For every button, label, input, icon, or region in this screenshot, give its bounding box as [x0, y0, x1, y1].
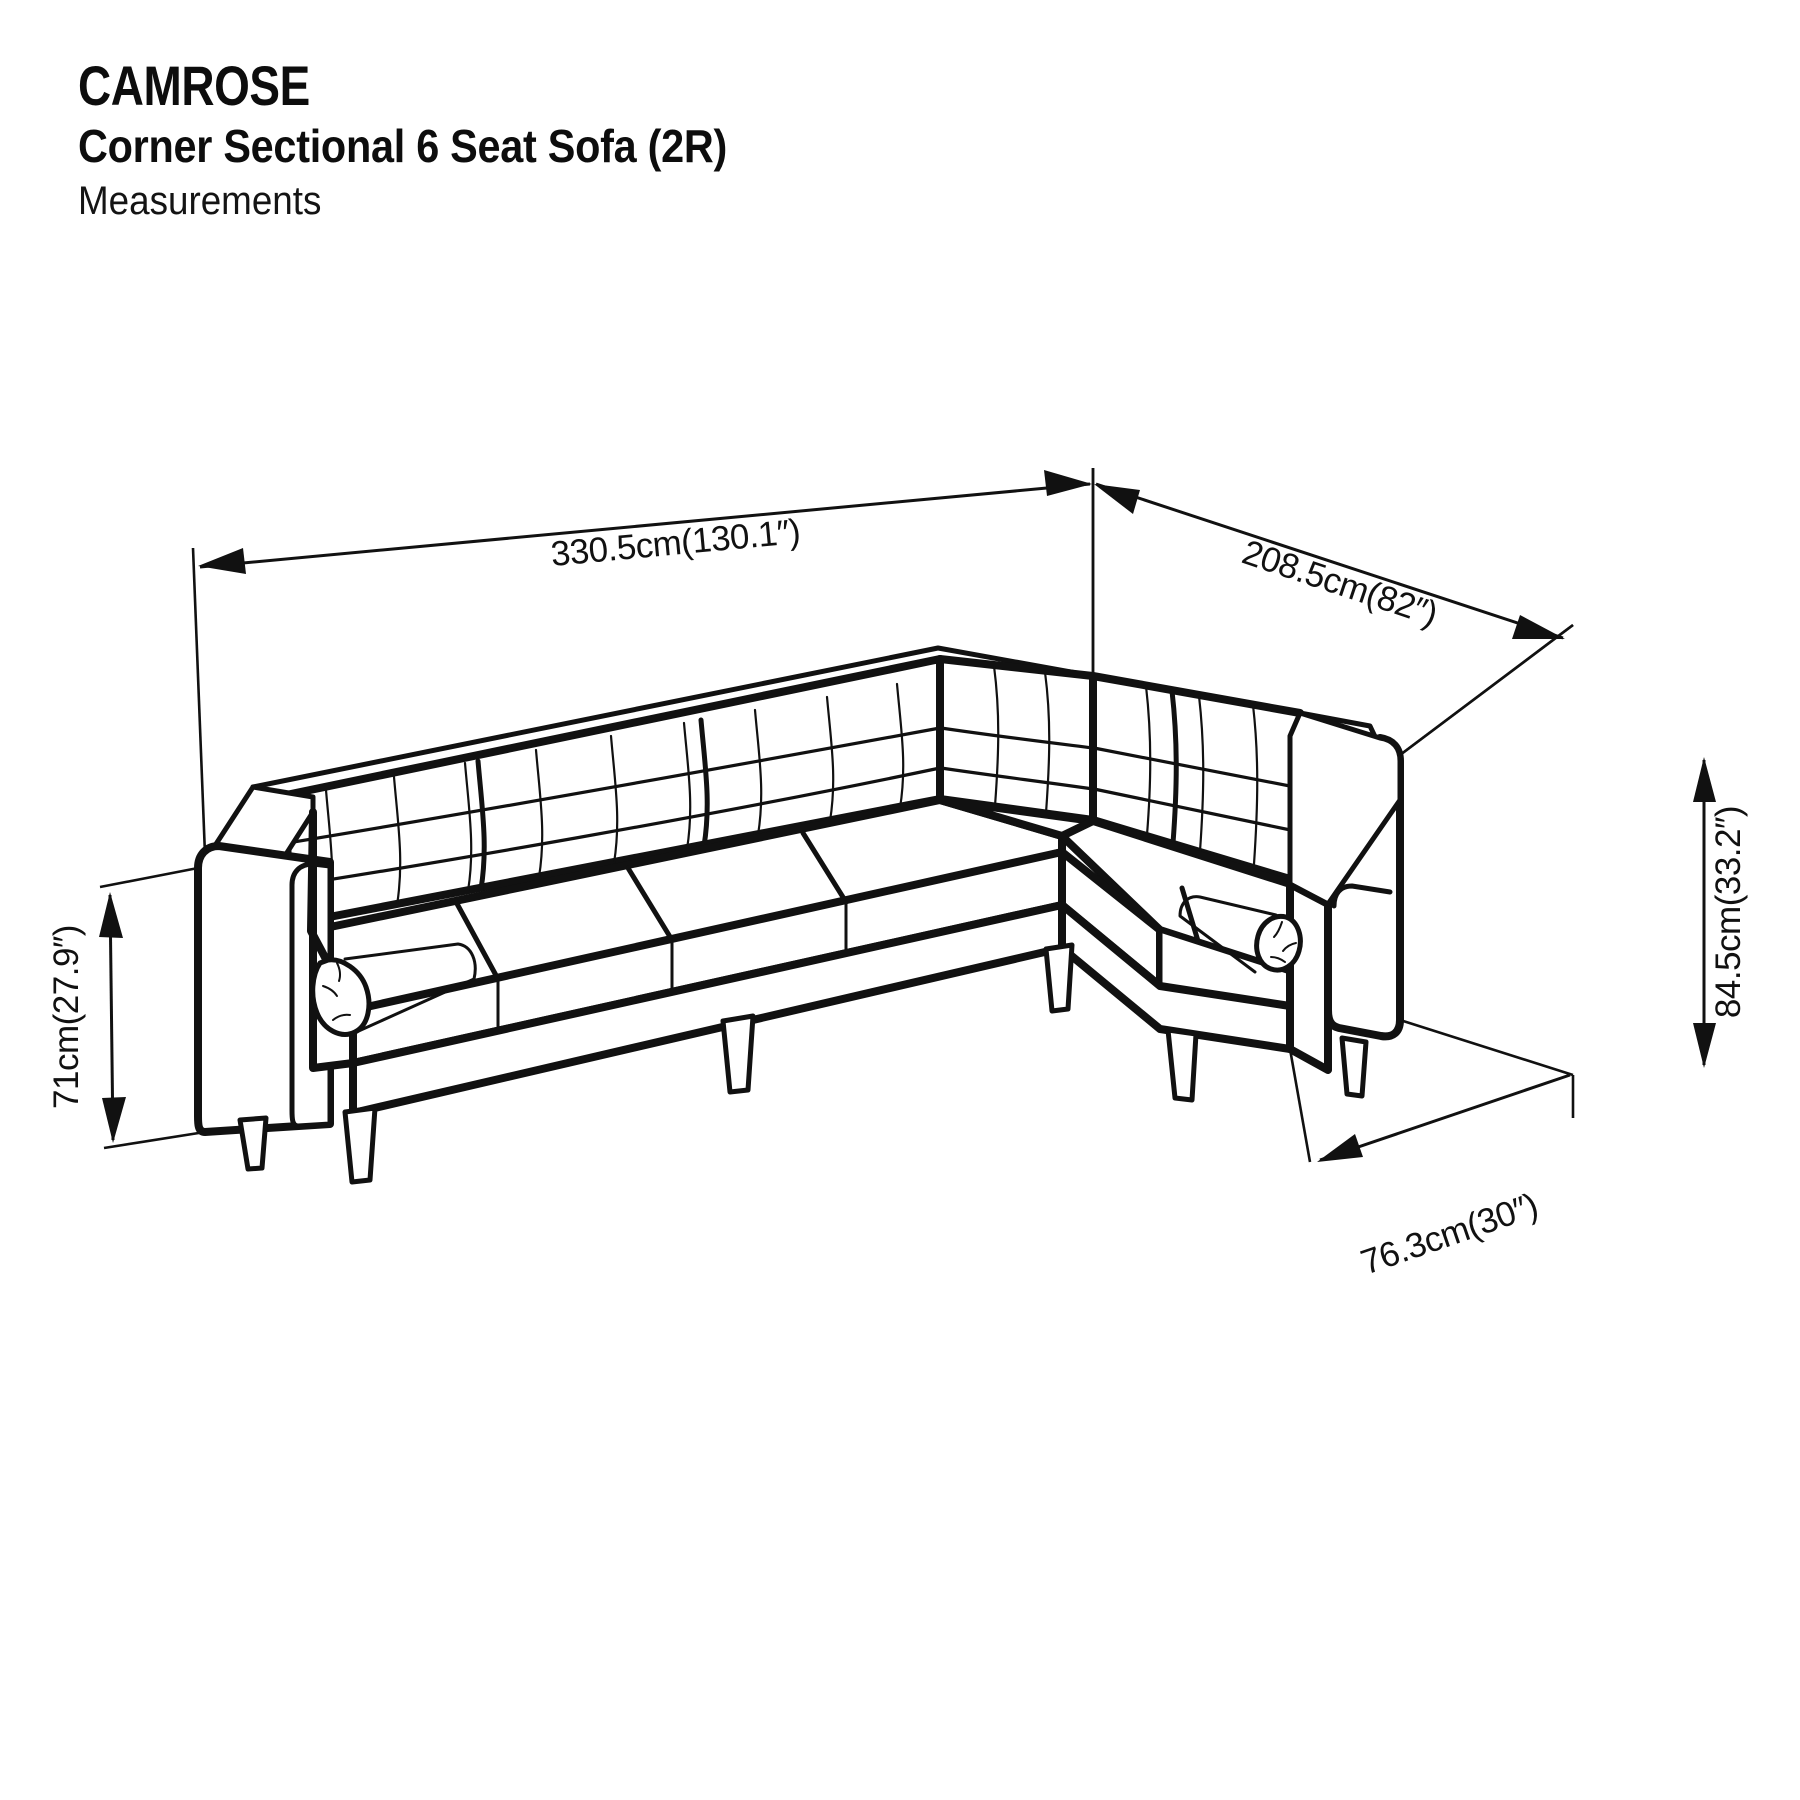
dim-label-height-left: 71cm(27.9″) [47, 925, 86, 1109]
leg-right-front [1339, 1035, 1369, 1099]
dim-arrow-long-right [1044, 470, 1092, 496]
bolster-right-body [1178, 895, 1278, 974]
dim-label-depth: 76.3cm(30″) [1356, 1186, 1543, 1283]
base-rail-long-bottom [350, 945, 1065, 1116]
dim-arrow-short-left [1094, 484, 1140, 514]
leg-left-front [342, 1105, 378, 1185]
leg-left-rear [237, 1115, 269, 1172]
brand-title: CAMROSE [78, 54, 310, 117]
dim-label-height-right: 84.5cm(33.2″) [1709, 806, 1748, 1018]
dimension-height-left: 71cm(27.9″) [47, 866, 206, 1150]
sofa-body [194, 645, 1404, 1185]
bolster-right-cinch-a [1273, 921, 1283, 938]
seat-front-divisions-long [496, 900, 848, 1034]
dim-arrow-short-right [1512, 615, 1565, 639]
seat-divisions-long [452, 830, 849, 982]
bolster-left-cinch-c [332, 1013, 351, 1021]
seat-divisions-return [1059, 833, 1201, 944]
bolster-right-cinch-c [1270, 956, 1286, 963]
dim-arrow-left-bottom [102, 1097, 126, 1143]
dim-arrow-long-left [198, 548, 246, 574]
sofa-legs [237, 942, 1369, 1185]
ext-line-long-left [191, 547, 207, 856]
tufting-vertical-return [1144, 684, 1259, 866]
ext-line-left-bottom [103, 1130, 206, 1150]
ext-line-right-top [1399, 623, 1574, 757]
bolster-left-cinch-a [336, 962, 342, 982]
dimension-depth: 76.3cm(30″) [1288, 1048, 1575, 1283]
dim-arrow-right-top [1693, 757, 1716, 802]
tufting-vertical-long [324, 682, 905, 920]
bolster-right-cinch-b [1282, 942, 1297, 952]
ext-line-right-bottom [1399, 1018, 1574, 1077]
dim-line-depth [1319, 1073, 1571, 1162]
tufting-vertical-corner [992, 664, 1051, 815]
bolster-right-end [1254, 913, 1303, 973]
tufting-horizontal-return [1092, 746, 1302, 834]
back-cushions-corner [936, 655, 1097, 824]
right-arm-back-wrap [1287, 710, 1403, 907]
title-block: CAMROSE Corner Sectional 6 Seat Sofa (2R… [78, 54, 1178, 224]
right-arm-inner-corner [1331, 883, 1393, 909]
back-module-split-return [1169, 688, 1179, 846]
dim-line-long [199, 482, 1091, 569]
leg-center-front [720, 1013, 756, 1095]
dim-arrow-right-bottom [1693, 1023, 1716, 1068]
bolster-pillow-left [310, 942, 477, 1037]
right-arm-inner-face [1286, 880, 1332, 1074]
dim-line-short [1095, 482, 1564, 640]
leg-corner-front [1043, 942, 1075, 1014]
bolster-pillow-right [1178, 895, 1303, 974]
leg-return-front [1165, 1027, 1199, 1103]
product-title: Corner Sectional 6 Seat Sofa (2R) [78, 120, 728, 172]
tufting-horizontal-corner [939, 726, 1095, 791]
dim-arrow-depth-left [1317, 1134, 1363, 1162]
bolster-left-cinch-b [322, 985, 338, 997]
ext-line-depth-left [1288, 1048, 1312, 1163]
back-module-splits-long [475, 717, 710, 892]
dimension-height-right: 84.5cm(33.2″) [1399, 623, 1748, 1077]
dim-label-width-short: 208.5cm(82″) [1237, 533, 1442, 634]
bolster-left-body [343, 942, 477, 1036]
section-label: Measurements [78, 179, 322, 224]
ext-line-left-top [99, 866, 199, 889]
right-arm [1178, 710, 1404, 1074]
dim-arrow-left-top [99, 892, 123, 938]
left-arm [194, 784, 477, 1136]
tufting-horizontal-long [261, 726, 942, 892]
